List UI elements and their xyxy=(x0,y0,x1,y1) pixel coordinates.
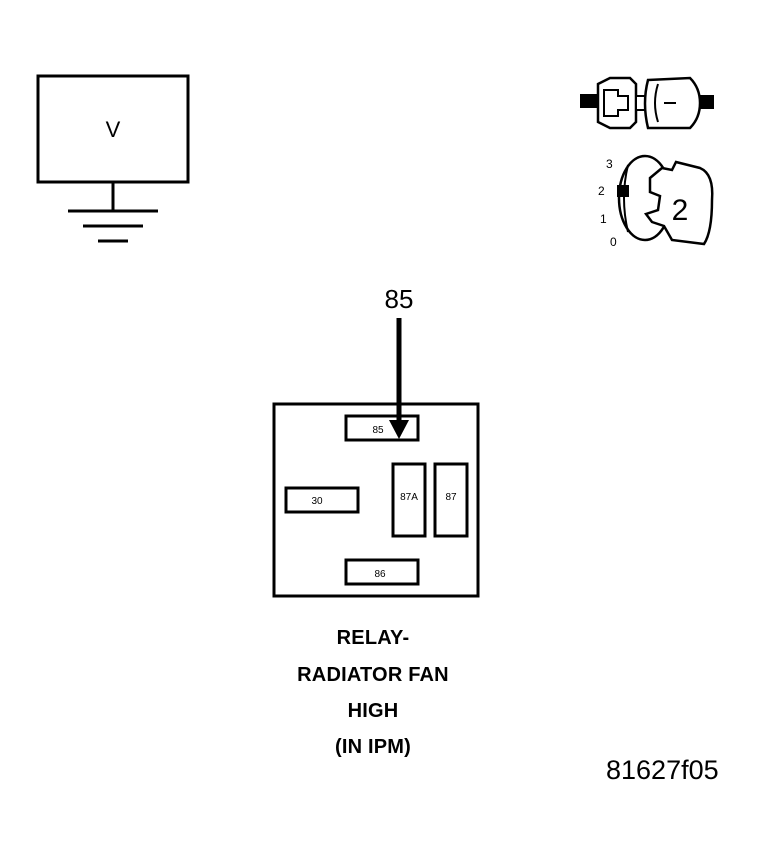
relay-body: 85 30 87A 87 86 xyxy=(272,402,480,598)
terminal-87a xyxy=(391,462,427,538)
ignition-position-3: 3 xyxy=(606,157,613,171)
ignition-selected-position: 2 xyxy=(672,194,689,227)
terminal-85 xyxy=(344,414,420,442)
ignition-position-2: 2 xyxy=(598,184,605,198)
connector-disconnect-icon xyxy=(580,76,714,130)
terminal-30 xyxy=(284,486,360,514)
voltmeter-label: V xyxy=(106,117,121,142)
ignition-position-0: 0 xyxy=(610,235,617,249)
ignition-key-icon: 3 2 1 0 2 xyxy=(598,154,714,249)
relay-title-line-2: RADIATOR FAN xyxy=(297,664,449,686)
voltmeter: V xyxy=(36,74,190,243)
arrow-head-icon xyxy=(389,420,409,439)
relay-title-line-3: HIGH xyxy=(347,700,399,722)
figure-id: 81627f05 xyxy=(606,755,719,785)
terminal-86 xyxy=(344,558,420,586)
terminal-87 xyxy=(433,462,469,538)
voltmeter-box xyxy=(36,74,190,184)
relay-title-line-4: (IN IPM) xyxy=(334,736,412,758)
relay-outline xyxy=(272,402,480,598)
ignition-position-1: 1 xyxy=(600,212,607,226)
terminal-86-label: 86 xyxy=(374,569,386,580)
terminal-87-label: 87 xyxy=(445,492,457,503)
relay-title-line-1: RELAY- xyxy=(336,627,410,649)
ground-symbol-icon xyxy=(68,182,158,243)
probe-pin-label: 85 xyxy=(385,284,414,314)
terminal-85-label: 85 xyxy=(372,425,384,436)
terminal-87a-label: 87A xyxy=(400,492,418,503)
terminal-30-label: 30 xyxy=(311,496,323,507)
